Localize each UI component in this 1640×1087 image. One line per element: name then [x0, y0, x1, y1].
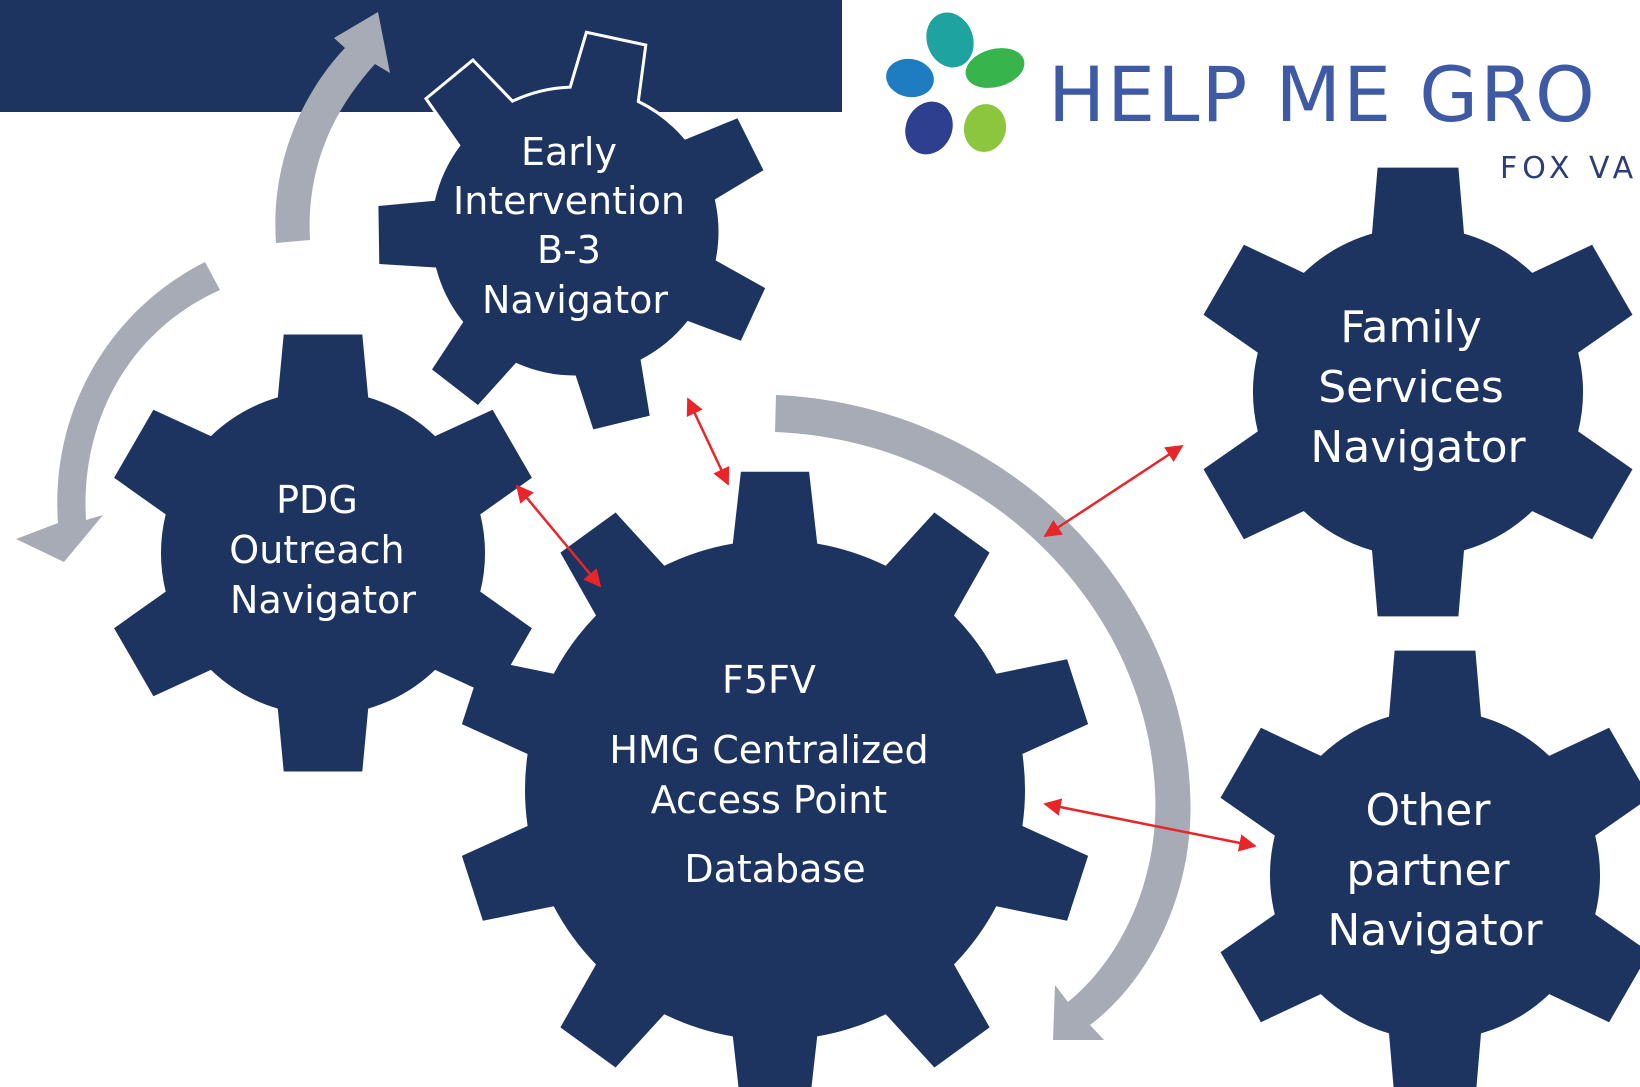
logo-flower-icon [886, 12, 1025, 155]
gear-family-services [1203, 167, 1633, 617]
label-pdg-outreach-line-2: Outreach [229, 528, 404, 572]
label-early-intervention-line-3: B-3 [537, 228, 601, 272]
logo-title: HELP ME GRO [1048, 50, 1597, 139]
label-central-line-1: F5FV [722, 658, 816, 702]
cycle-arrow-right-arc [775, 395, 1191, 1040]
logo-petal-lime [963, 104, 1007, 152]
label-family-services-line-2: Services [1318, 362, 1504, 413]
label-central-line-3: Access Point [651, 778, 888, 822]
label-other-partner: Other partner Navigator [1327, 785, 1543, 956]
gear-labels: Early Intervention B-3 Navigator PDG Out… [229, 130, 1543, 956]
gear-early-intervention [376, 32, 768, 432]
label-central-line-2: HMG Centralized [609, 728, 928, 772]
label-early-intervention-line-1: Early [521, 130, 617, 174]
logo-subtitle: FOX VA [1500, 151, 1638, 186]
cycle-arrows [16, 12, 1191, 1040]
label-pdg-outreach: PDG Outreach Navigator [229, 478, 416, 622]
connector-family-central [1043, 444, 1184, 538]
connectors [515, 397, 1257, 852]
logo-petal-teal [926, 12, 974, 68]
label-other-partner-line-2: partner [1346, 845, 1510, 896]
label-pdg-outreach-line-1: PDG [276, 478, 358, 522]
gear-pdg-outreach [114, 334, 532, 772]
label-central-line-4: Database [684, 847, 865, 891]
gear-central [461, 471, 1089, 1087]
gears [114, 32, 1640, 1087]
label-other-partner-line-1: Other [1366, 785, 1492, 836]
connector-other-central [1043, 798, 1257, 852]
label-other-partner-line-3: Navigator [1327, 905, 1543, 956]
label-early-intervention-line-4: Navigator [482, 278, 668, 322]
connector-ei-central [686, 397, 730, 486]
logo: HELP ME GRO FOX VA [886, 12, 1638, 186]
logo-petal-green [965, 48, 1025, 88]
label-early-intervention: Early Intervention B-3 Navigator [453, 130, 697, 322]
logo-petal-navy [905, 101, 953, 155]
label-early-intervention-line-2: Intervention [453, 179, 685, 223]
cycle-arrow-down-left [16, 262, 220, 562]
label-central: F5FV HMG Centralized Access Point Databa… [609, 658, 940, 891]
label-family-services-line-1: Family [1340, 302, 1482, 353]
logo-petal-blue [886, 58, 934, 98]
connector-pdg-central [515, 484, 602, 588]
gear-early-intervention-outline [375, 30, 770, 433]
header-banner [0, 0, 842, 112]
label-family-services: Family Services Navigator [1310, 302, 1526, 473]
cycle-arrow-up [275, 12, 390, 243]
label-family-services-line-3: Navigator [1310, 422, 1526, 473]
label-pdg-outreach-line-3: Navigator [230, 578, 416, 622]
gear-other-partner [1220, 650, 1640, 1087]
